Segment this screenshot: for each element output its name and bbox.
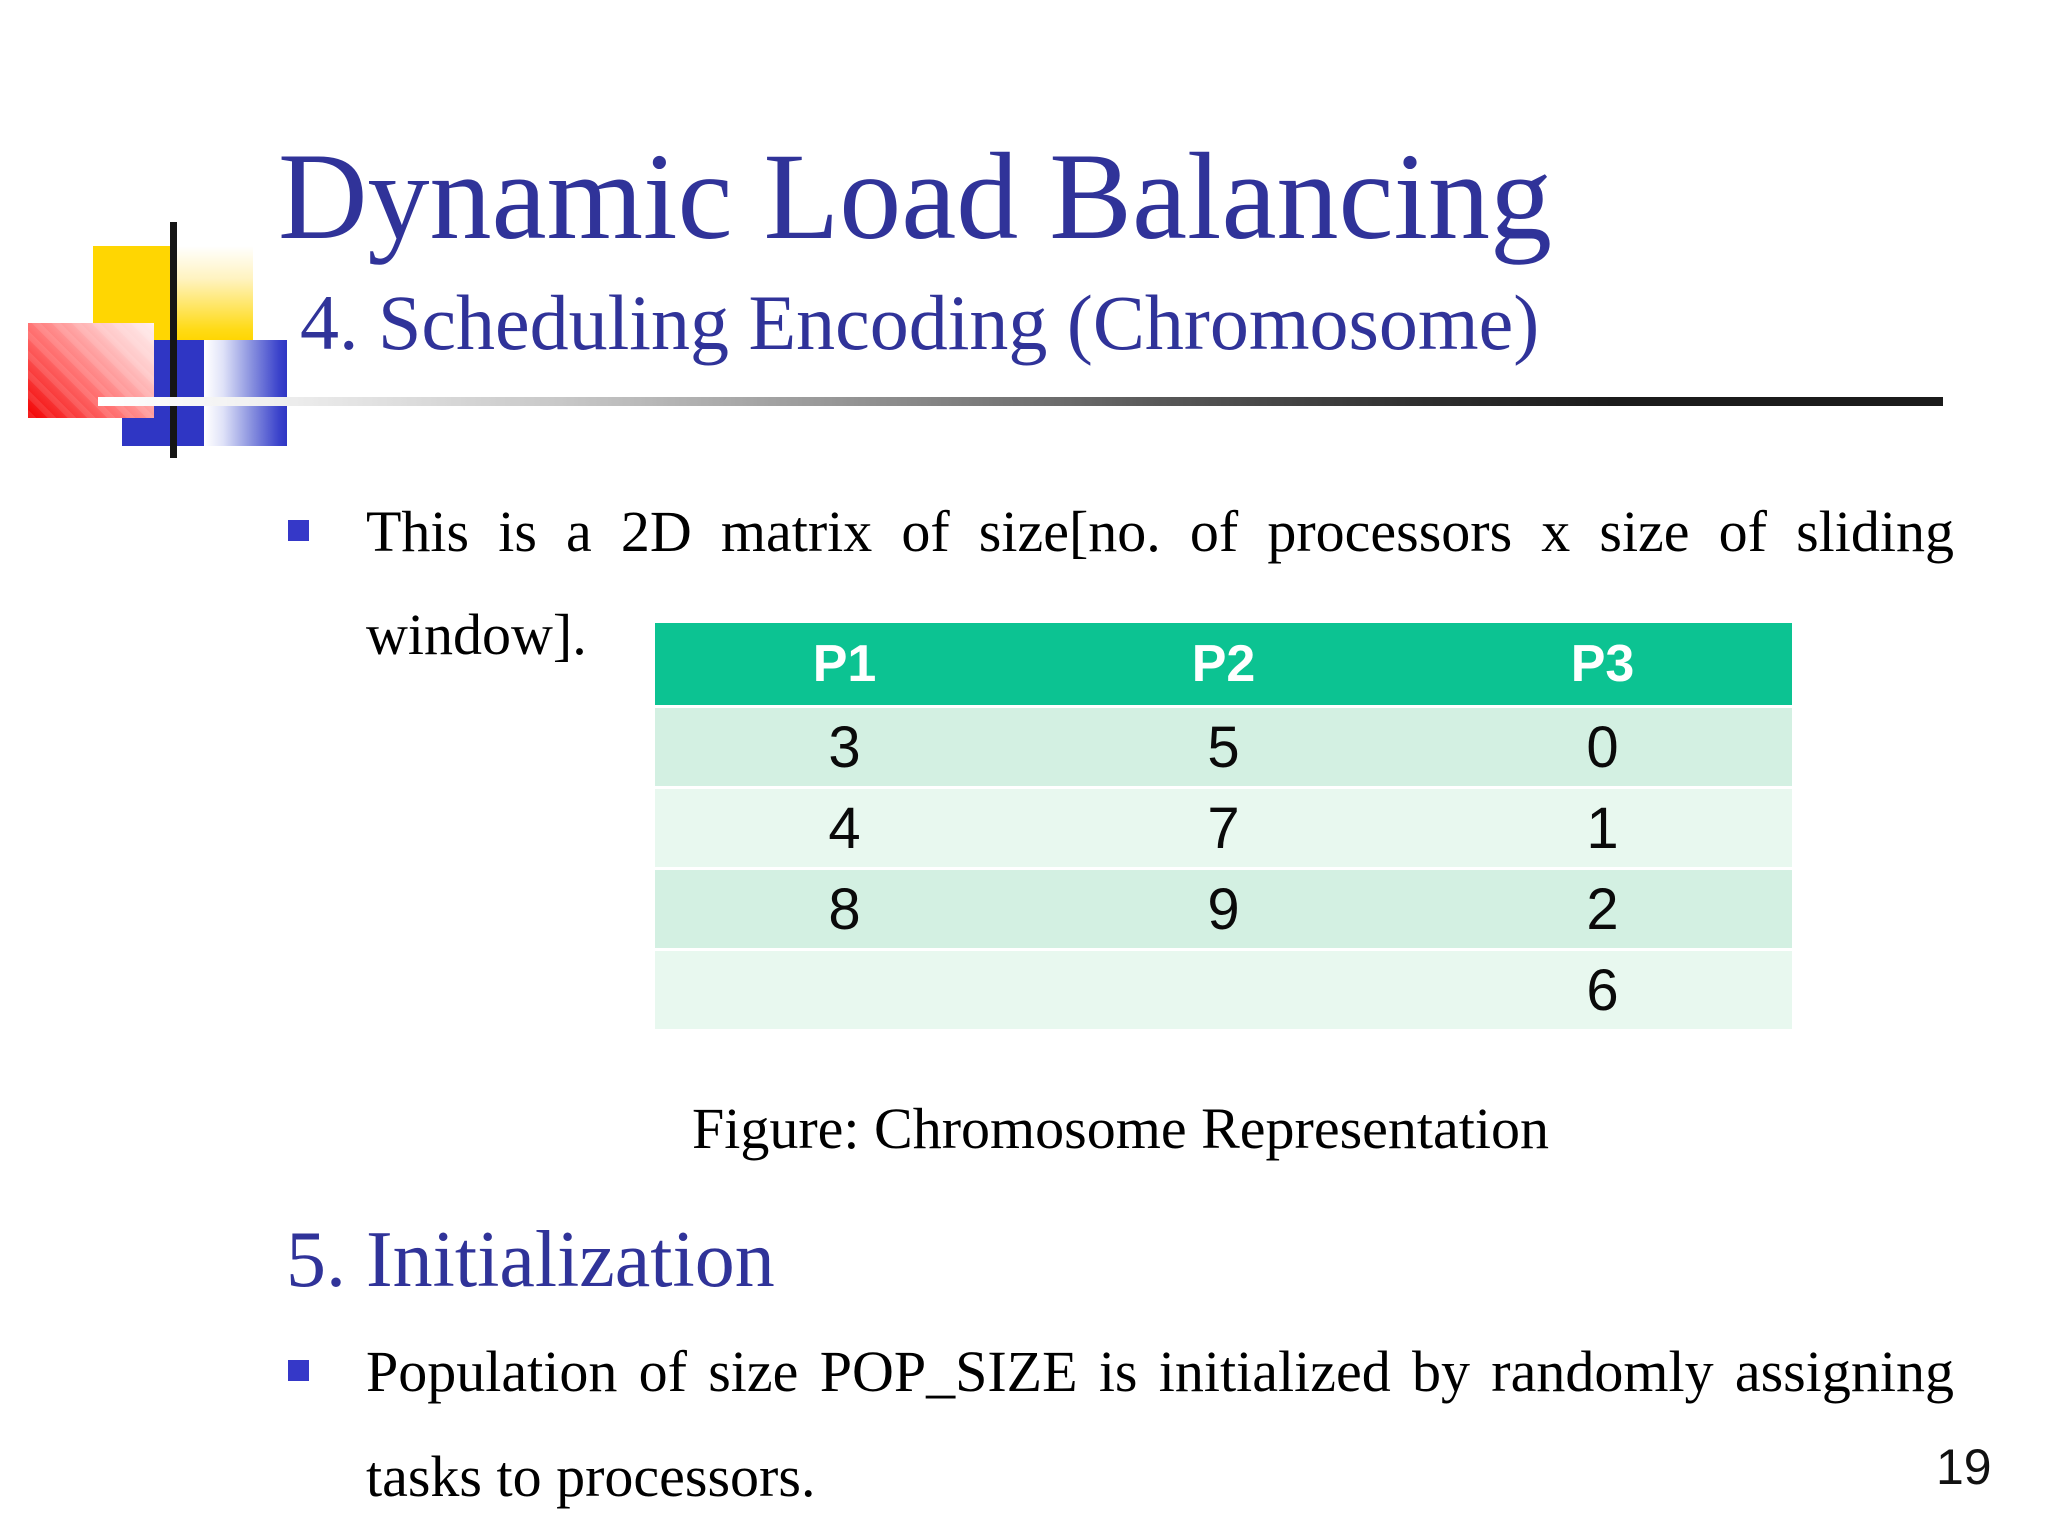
logo-blue-gradient-square xyxy=(205,340,287,446)
table-cell: 5 xyxy=(1207,714,1240,780)
table-cell: 9 xyxy=(1207,876,1240,942)
table-cell xyxy=(1034,951,1413,1029)
logo-vertical-line xyxy=(170,222,177,458)
logo-yellow-gradient-square xyxy=(177,246,253,340)
table-cell: 7 xyxy=(1207,795,1240,861)
table-row: 8 9 2 xyxy=(655,870,1792,948)
table-cell: 1 xyxy=(1586,795,1619,861)
bullet1-text-line2: window]. xyxy=(366,602,587,667)
title-divider-line xyxy=(98,397,1943,406)
table-header-p2: P2 xyxy=(1191,635,1256,693)
bullet-square-icon xyxy=(288,1360,309,1381)
table-cell xyxy=(655,951,1034,1029)
table-cell: 3 xyxy=(828,714,861,780)
table-cell: 2 xyxy=(1586,876,1619,942)
slide-title: Dynamic Load Balancing xyxy=(278,128,1553,265)
bullet2-text-line1: Population of size POP_SIZE is initializ… xyxy=(366,1339,1954,1404)
chromosome-table: P1 P2 P3 3 5 0 4 7 1 8 9 2 6 xyxy=(655,623,1792,1032)
bullet-square-icon xyxy=(288,520,309,541)
table-cell: 0 xyxy=(1586,714,1619,780)
table-row: 3 5 0 xyxy=(655,708,1792,786)
table-cell: 8 xyxy=(828,876,861,942)
figure-caption: Figure: Chromosome Representation xyxy=(692,1096,1549,1161)
table-row: 6 xyxy=(655,951,1792,1029)
page-number: 19 xyxy=(1936,1439,1992,1495)
bullet1-text-line1: This is a 2D matrix of size[no. of proce… xyxy=(366,499,1954,564)
table-header-p3: P3 xyxy=(1570,635,1635,693)
bullet2-text-line2: tasks to processors. xyxy=(366,1444,816,1509)
table-cell: 6 xyxy=(1586,957,1619,1023)
table-cell: 4 xyxy=(828,795,861,861)
section-heading: 5. Initialization xyxy=(286,1216,775,1304)
table-row: 4 7 1 xyxy=(655,789,1792,867)
table-header-row: P1 P2 P3 xyxy=(655,623,1792,705)
table-header-p1: P1 xyxy=(812,635,877,693)
slide-subtitle: 4. Scheduling Encoding (Chromosome) xyxy=(300,279,1540,366)
